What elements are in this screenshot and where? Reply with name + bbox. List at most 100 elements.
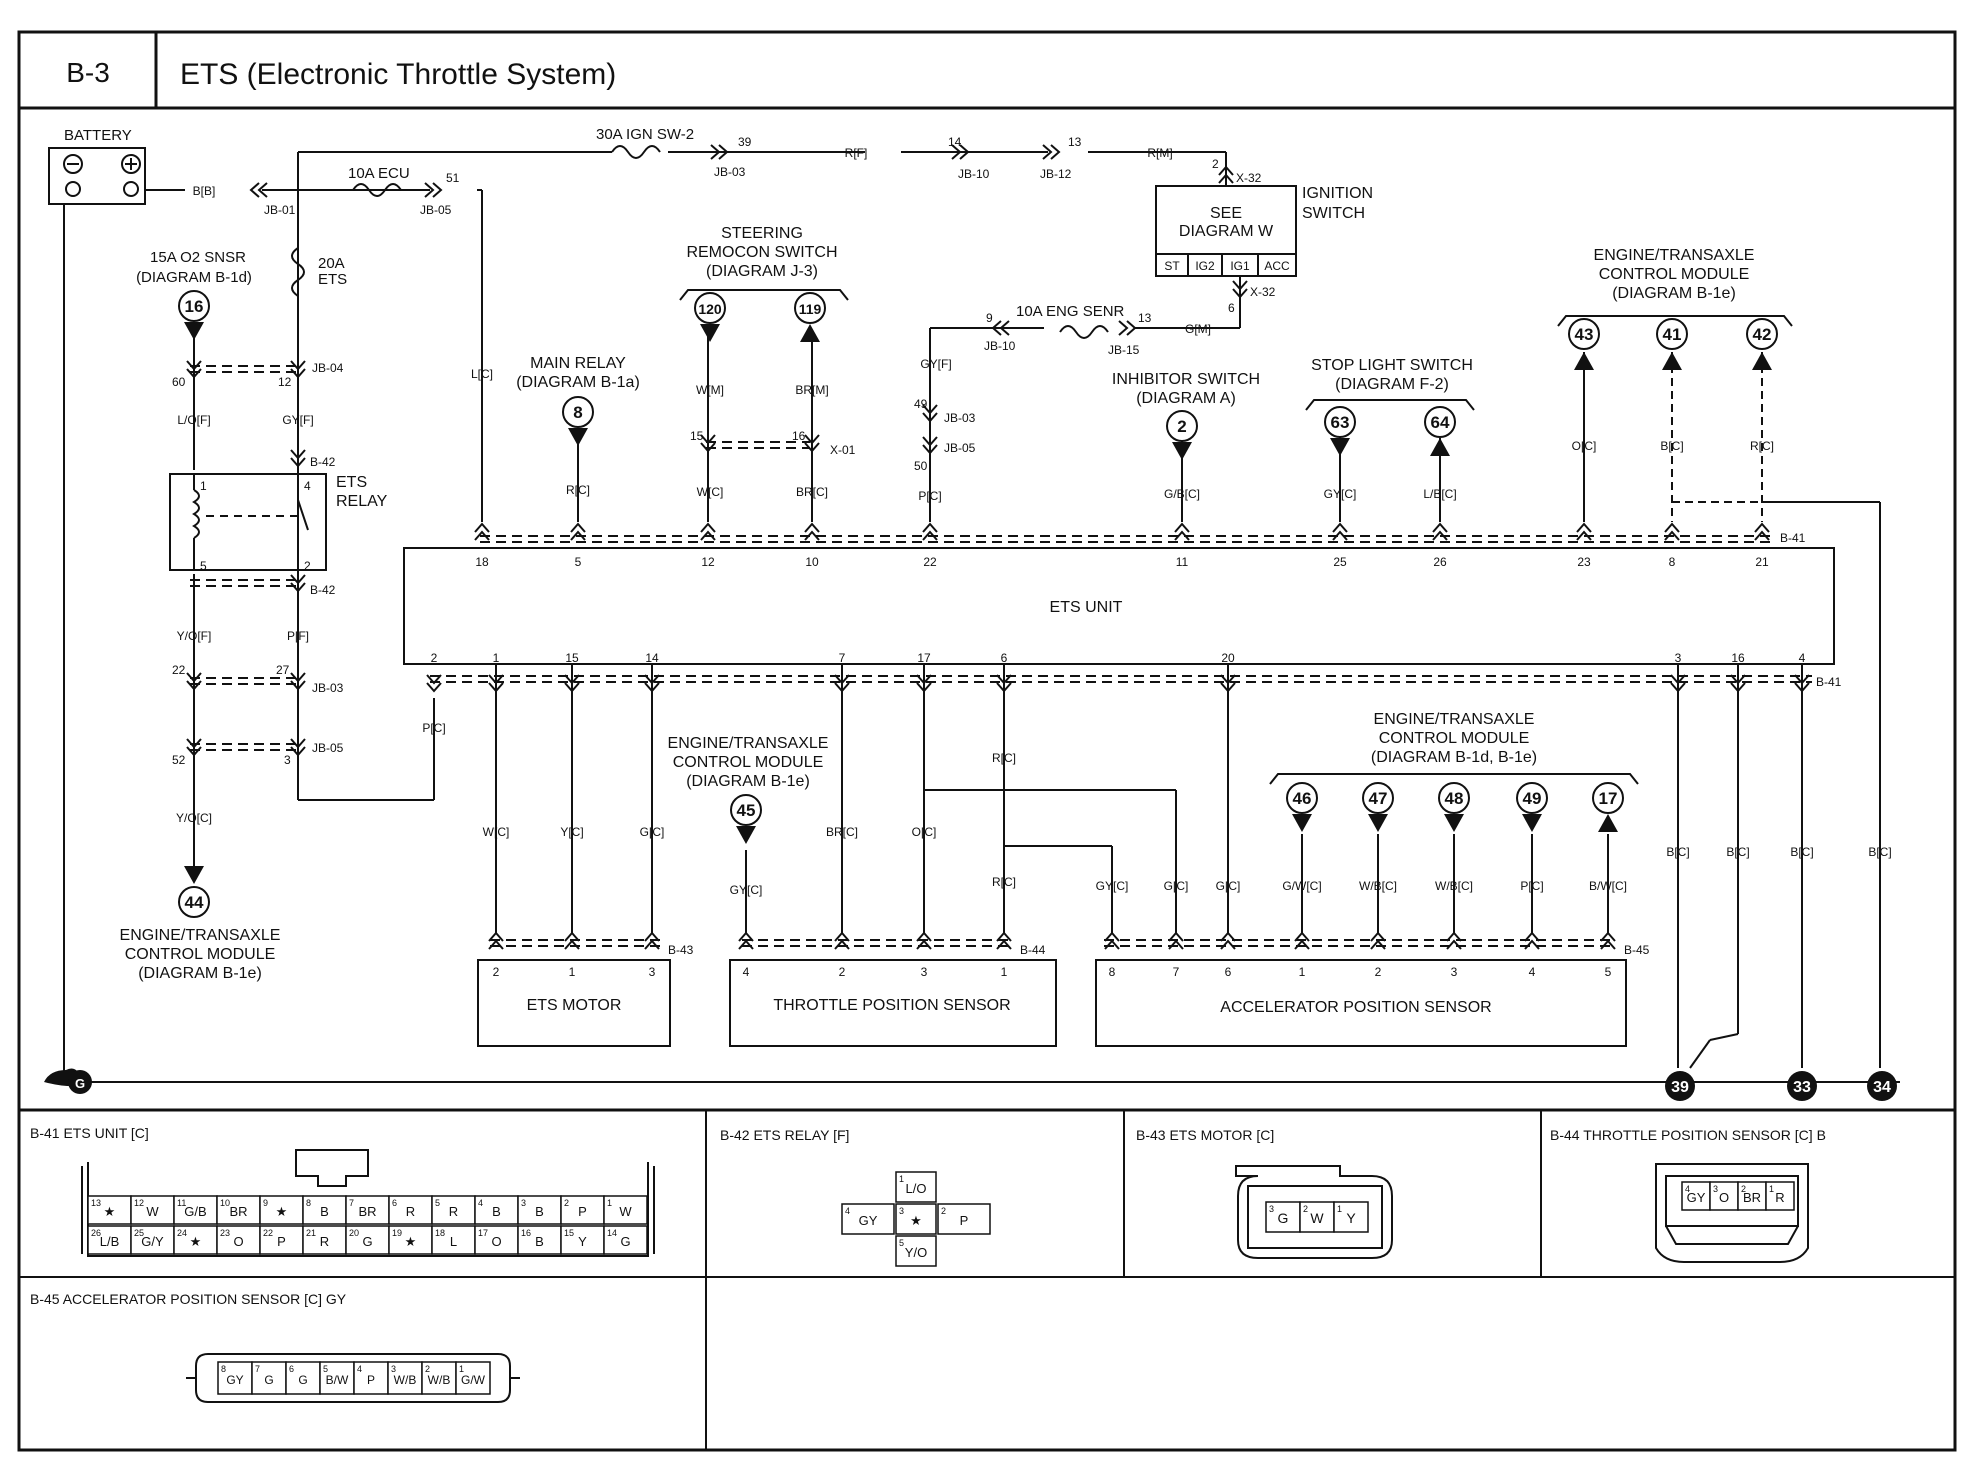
wire-label: GY[C] [730, 883, 763, 897]
connector-pin-cell: 2BR [1737, 1181, 1767, 1211]
connector-pin-cell: 2W/B [421, 1361, 457, 1395]
signal-circle-43: 43 [1568, 318, 1600, 370]
connector-label: JB-10 [958, 167, 990, 181]
ground-point-g: G [44, 1068, 92, 1094]
cavity-number: 4 [1685, 1184, 1690, 1194]
wire-color: ★ [405, 1234, 417, 1249]
signal-circle-63: 63 [1324, 406, 1356, 456]
wire-color: GY [859, 1213, 878, 1228]
ecm-mid-ref: (DIAGRAM B-1e) [686, 773, 810, 790]
connector-label: JB-05 [944, 441, 976, 455]
wire-color: L [450, 1234, 457, 1249]
connector-label: B-42 [310, 455, 336, 469]
svg-text:34: 34 [1873, 1079, 1891, 1096]
connector-pin-cell: 18L [431, 1225, 476, 1255]
wire-label: B[C] [1666, 845, 1689, 859]
cavity-number: 8 [221, 1364, 226, 1374]
connector-pin-cell: 14G [603, 1225, 648, 1255]
b44-housing [1655, 1163, 1809, 1263]
connector-pin-cell: 1W [603, 1195, 648, 1225]
wire-label: W/B[C] [1359, 879, 1397, 893]
fuse-20a-name: ETS [318, 271, 347, 288]
ign-pos-ig2: IG2 [1195, 259, 1215, 273]
b45-housing [186, 1353, 520, 1403]
svg-text:16: 16 [185, 297, 204, 316]
wire-label: B/W[C] [1589, 879, 1627, 893]
pin-number: 51 [446, 171, 460, 185]
fuse-30a-label: 30A IGN SW-2 [596, 126, 694, 143]
svg-text:44: 44 [185, 893, 204, 912]
ign-pos-st: ST [1164, 259, 1180, 273]
wire-label: GY[C] [1324, 487, 1357, 501]
ign-pos-ig1: IG1 [1230, 259, 1250, 273]
stop-light-ref: (DIAGRAM F-2) [1335, 376, 1449, 393]
connector-pin-cell: 19★ [388, 1225, 433, 1255]
cavity-number: 2 [1741, 1184, 1746, 1194]
ecm-left-label-1: ENGINE/TRANSAXLE [120, 927, 281, 944]
pin-number: 5 [200, 559, 207, 573]
svg-text:2: 2 [1177, 417, 1186, 436]
wire-color: G [362, 1234, 372, 1249]
wire-color: Y/O [905, 1245, 927, 1260]
wire-label: B[C] [1660, 439, 1683, 453]
aps-pin-number: 3 [1451, 965, 1458, 979]
svg-text:64: 64 [1431, 413, 1450, 432]
connector-label: B-41 [1816, 675, 1842, 689]
aps-box [1095, 959, 1627, 1047]
cavity-number: 25 [134, 1228, 144, 1238]
ets-motor-box [477, 959, 671, 1047]
ecm-right-label-1: ENGINE/TRANSAXLE [1374, 711, 1535, 728]
motor-pin-number: 2 [493, 965, 500, 979]
connector-label: JB-05 [312, 741, 344, 755]
cavity-number: 1 [899, 1174, 904, 1184]
connector-pin-cell: 4P [353, 1361, 389, 1395]
pin-number: 22 [172, 663, 186, 677]
wire-label: G[C] [640, 825, 665, 839]
cavity-number: 19 [392, 1228, 402, 1238]
svg-text:120: 120 [698, 301, 722, 317]
connector-label: B-44 [1020, 943, 1046, 957]
connector-label: JB-03 [714, 165, 746, 179]
connector-pin-cell: 22P [259, 1225, 304, 1255]
ets-pin-number: 2 [431, 651, 438, 665]
ets-unit-label: ETS UNIT [1050, 599, 1123, 616]
cavity-number: 14 [607, 1228, 617, 1238]
connector-pin-cell: 5R [431, 1195, 476, 1225]
wire-color: G/W [461, 1373, 486, 1387]
cavity-number: 21 [306, 1228, 316, 1238]
connector-pin-cell: 15Y [560, 1225, 605, 1255]
signal-circle-2: 2 [1166, 410, 1198, 460]
cavity-number: 2 [425, 1364, 430, 1374]
wire-color: R [1775, 1190, 1784, 1205]
cavity-number: 22 [263, 1228, 273, 1238]
connector-label: B-42 [310, 583, 336, 597]
wire-label: L[C] [471, 367, 493, 381]
cavity-number: 3 [1269, 1204, 1274, 1214]
b43-housing [1235, 1165, 1393, 1259]
ground-point-34: 34 [1867, 1071, 1897, 1101]
ets-pin-number: 1 [493, 651, 500, 665]
wire-color: O [491, 1234, 501, 1249]
wire-color: ★ [190, 1234, 202, 1249]
svg-text:45: 45 [737, 801, 756, 820]
connector-label: B-45 [1624, 943, 1650, 957]
signal-circle-46: 46 [1286, 782, 1318, 832]
wire-color: G [264, 1373, 273, 1387]
cavity-number: 12 [134, 1198, 144, 1208]
signal-circle-42: 42 [1746, 318, 1778, 370]
fuse-20a-label: 20A [318, 255, 345, 272]
pin-number: 52 [172, 753, 186, 767]
connector-pin-cell: 4GY [1681, 1181, 1711, 1211]
wire-color: B/W [326, 1373, 349, 1387]
connector-pin-cell: 3G [1265, 1201, 1301, 1233]
fuse-15a-label: 15A O2 SNSR [150, 249, 246, 266]
ets-pin-number: 7 [839, 651, 846, 665]
pin-number: 12 [278, 375, 292, 389]
b41-pin-grid: 13★12W11G/B10BR9★8B7BR6R5R4B3B2P1W26L/B2… [87, 1195, 648, 1255]
signal-circle-49: 49 [1516, 782, 1548, 832]
stop-light-label: STOP LIGHT SWITCH [1311, 357, 1473, 374]
connector-label: JB-04 [312, 361, 344, 375]
